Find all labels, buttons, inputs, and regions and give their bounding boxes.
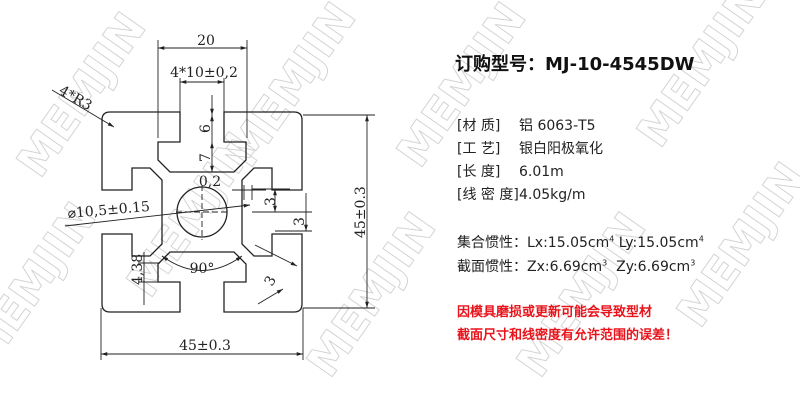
watermark-text: MEMJIN	[217, 0, 366, 176]
dim-angle: 90°	[190, 261, 215, 277]
lx-value: Lx:15.05cm	[527, 235, 610, 251]
spec-label: [长 度]	[457, 164, 501, 180]
spec-density: [线 密 度]4.05kg/m	[457, 184, 586, 204]
dim-web-a: 3	[263, 197, 279, 206]
dim-center-hole: ⌀10,5±0.15	[67, 199, 151, 222]
spec-label: [工 艺]	[457, 141, 501, 157]
zx-value: Zx:6.69cm	[527, 259, 603, 275]
watermark-text: MEMJIN	[297, 204, 446, 387]
spec-value: 银白阳极氧化	[519, 141, 603, 157]
ly-value: Ly:15.05cm	[618, 235, 699, 251]
dim-top-width: 20	[197, 33, 215, 49]
zy-value: Zy:6.69cm	[616, 259, 691, 275]
spec-label: [线 密 度]	[457, 187, 519, 203]
dim-slot-opening: 4*10±0,2	[170, 65, 238, 81]
order-model-title: 订购型号：MJ-10-4545DW	[455, 54, 695, 75]
warning-line-1: 因模具磨损或更新可能会导致型材	[457, 305, 653, 320]
zy-exp: 3	[690, 258, 696, 268]
dim-diag-web: 3	[262, 273, 280, 289]
watermark-text: MEMJIN	[627, 0, 776, 156]
spec-label: [材 质]	[457, 118, 501, 134]
dim-web-b: 3	[292, 217, 308, 226]
zx-exp: 3	[602, 258, 608, 268]
dim-gap: 0,2	[199, 174, 221, 190]
dim-height: 45±0.3	[353, 186, 369, 238]
moment-of-inertia: 集合惯性：Lx:15.05cm4 Ly:15.05cm4	[457, 232, 704, 252]
dim-slot-depth: 7	[198, 153, 214, 162]
inertia-label: 集合惯性：	[457, 235, 527, 251]
section-label: 截面惯性：	[457, 259, 527, 275]
warning-line-2: 截面尺寸和线密度有允许范围的误差！	[457, 328, 679, 343]
dim-lip-height: 4,38	[130, 254, 146, 285]
spec-value: 4.05kg/m	[519, 187, 586, 203]
spec-material: [材 质] 铝 6063-T5	[457, 115, 596, 135]
section-modulus: 截面惯性：Zx:6.69cm3 Zy:6.69cm3	[457, 256, 695, 276]
spec-length: [长 度] 6.01m	[457, 161, 564, 181]
spec-process: [工 艺] 银白阳极氧化	[457, 138, 603, 158]
aluminum-profile-outline	[101, 111, 303, 313]
watermark-text: MEMJIN	[0, 194, 106, 377]
lx-exp: 4	[609, 234, 615, 244]
ly-exp: 4	[698, 234, 704, 244]
dim-width: 45±0.3	[179, 338, 231, 354]
spec-value: 铝 6063-T5	[519, 118, 596, 134]
spec-value: 6.01m	[519, 164, 564, 180]
dim-lip-depth: 6	[198, 124, 214, 133]
